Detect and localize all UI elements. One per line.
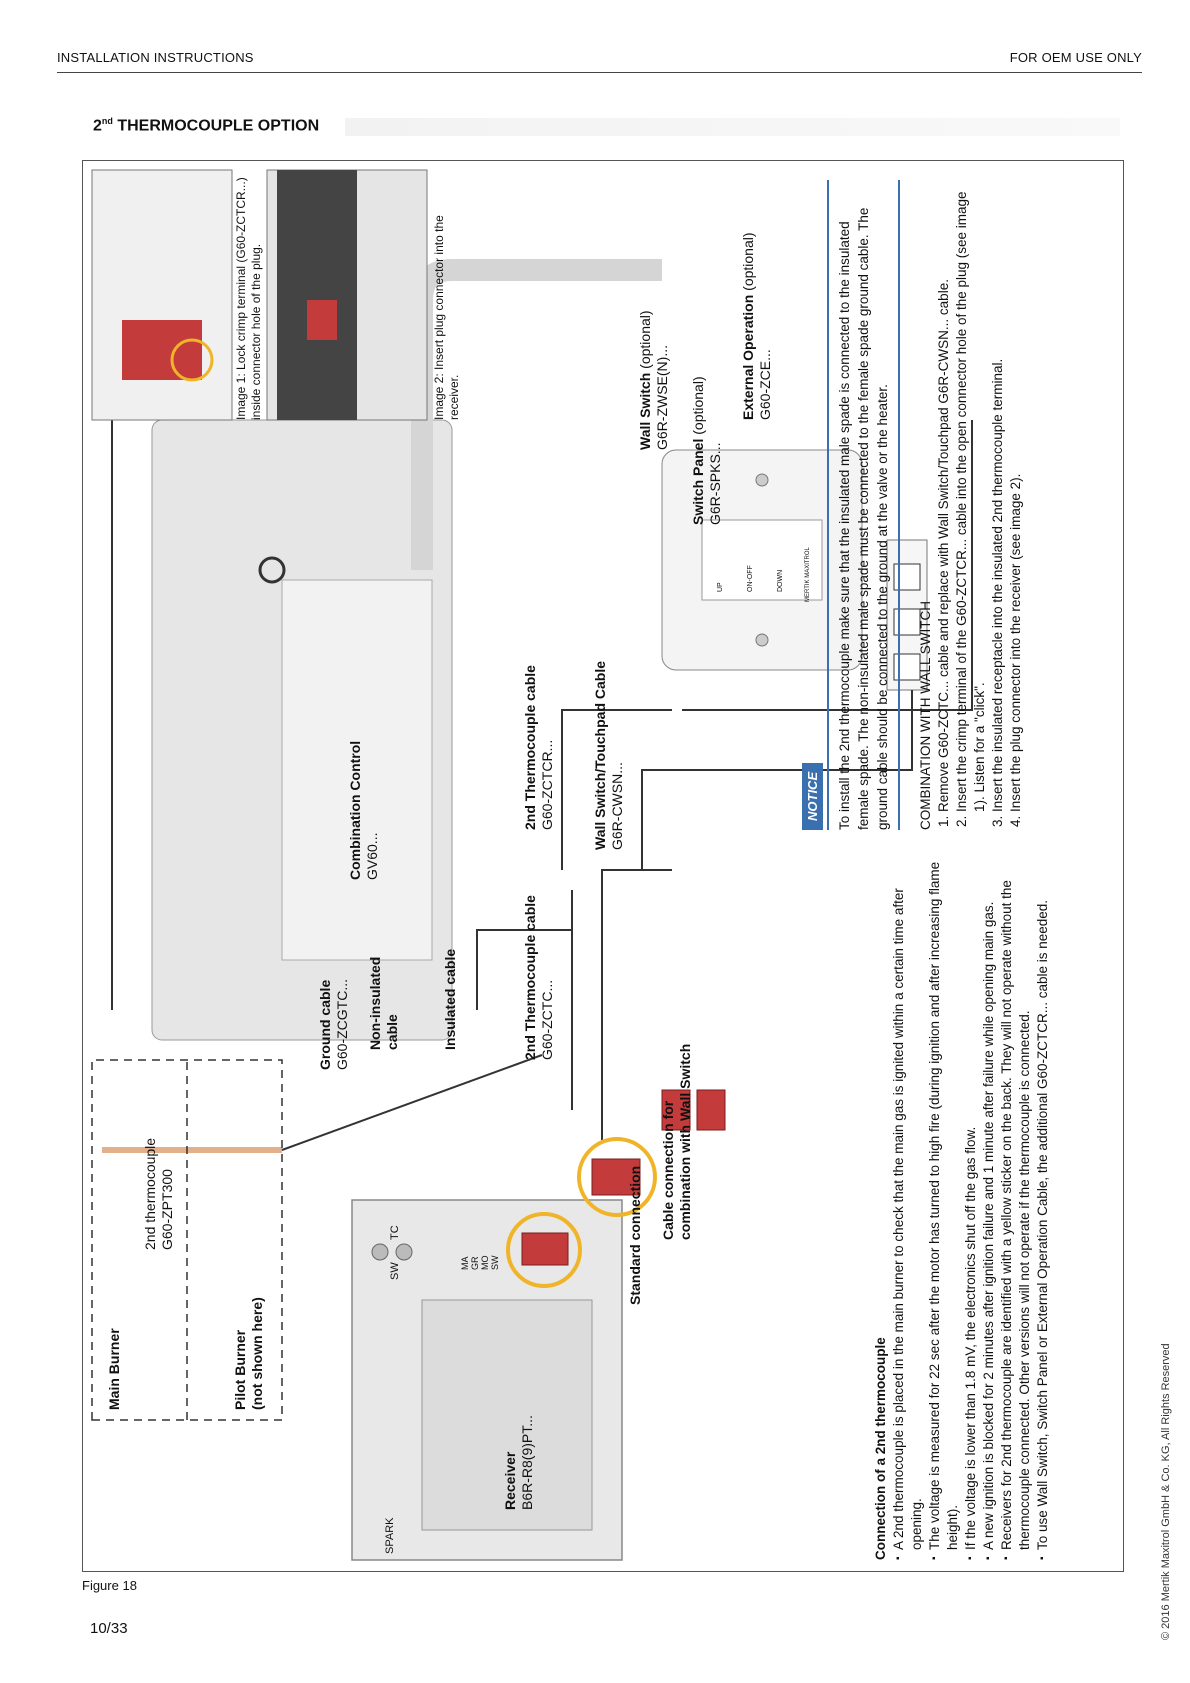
combination-steps: COMBINATION WITH WALL SWITCH Remove G60-… — [917, 180, 1025, 830]
switch-panel-wire — [641, 690, 913, 870]
receiver-connector — [521, 1232, 569, 1266]
figure-label: Figure 18 — [82, 1578, 137, 1593]
wiring-diagram — [91, 169, 973, 1561]
photo-1-plug — [122, 320, 202, 380]
tc-cable-2-wire — [561, 709, 672, 870]
step-4: Insert the plug connector into the recei… — [1007, 180, 1025, 812]
switch-panel-btn-3 — [893, 563, 921, 591]
ext-op-wire — [682, 420, 973, 711]
bullet-5: Receivers for 2nd thermocouple are ident… — [998, 860, 1034, 1560]
red-connector-2 — [696, 1089, 726, 1131]
step-1: Remove G60-ZCTC... cable and replace wit… — [935, 180, 953, 812]
wall-switch-screw-2 — [755, 473, 769, 487]
main-burner-label: Main Burner — [106, 1328, 122, 1410]
thermocouple-lead — [281, 1054, 543, 1151]
highlight-circle-plug — [577, 1137, 657, 1217]
step-2: Insert the crimp terminal of the G60-ZCT… — [953, 180, 989, 812]
bullet-4: A new ignition is blocked for 2 minutes … — [980, 860, 998, 1560]
switch-panel-btn-1 — [893, 653, 921, 681]
section-title: 2nd THERMOCOUPLE OPTION — [93, 116, 320, 135]
receiver-inner-panel — [421, 1299, 593, 1531]
connection-section: Connection of a 2nd thermocouple A 2nd t… — [872, 860, 1052, 1560]
switch-panel-btn-2 — [893, 608, 921, 636]
copyright: © 2016 Mertik Maxitrol GmbH & Co. KG, Al… — [1160, 1343, 1172, 1640]
receiver-screw-1 — [371, 1243, 389, 1261]
insulated-cable-wire — [476, 929, 572, 1010]
spark-label: SPARK — [384, 1517, 396, 1554]
red-connector-1 — [661, 1089, 691, 1131]
bullet-2: The voltage is measured for 22 sec after… — [926, 860, 962, 1560]
receiver-pin-sw: SW — [490, 1255, 500, 1271]
wall-switch-face-down: DOWN — [777, 569, 784, 592]
tc-label: TC — [389, 1225, 401, 1240]
photo-2-receiver — [277, 170, 357, 420]
switch-panel-label: Switch Panel (optional)G6R-SPKS... — [690, 376, 723, 525]
valve-face — [281, 579, 433, 961]
receiver-screw-2 — [395, 1243, 413, 1261]
standard-connection-label: Standard connection — [627, 1165, 643, 1305]
image-2-caption: Image 2: Insert plug connector into the … — [432, 215, 461, 420]
wall-switch-face-up: UP — [717, 582, 724, 592]
burner-dashed-box — [91, 1059, 283, 1421]
photo-1 — [91, 169, 233, 421]
notice-box: To install the 2nd thermocouple make sur… — [827, 180, 900, 830]
combination-title: COMBINATION WITH WALL SWITCH — [918, 601, 933, 830]
wall-switch-screw-1 — [755, 633, 769, 647]
header-rule — [57, 72, 1142, 73]
ext-op-label: External Operation (optional)G60-ZCE... — [740, 232, 773, 420]
bullet-3: If the voltage is lower than 1.8 mV, the… — [962, 860, 980, 1560]
connection-title: Connection of a 2nd thermocouple — [873, 1337, 888, 1560]
notice-tag: NOTICE — [802, 762, 823, 830]
bullet-1: A 2nd thermocouple is placed in the main… — [890, 860, 926, 1560]
wall-switch-face-onoff: ON-OFF — [747, 565, 754, 592]
wall-cable-wire — [601, 869, 672, 1140]
insulated-cable-label: Insulated cable — [442, 948, 458, 1050]
wall-switch-rocker — [701, 519, 823, 601]
bullet-6: To use Wall Switch, Switch Panel or Exte… — [1034, 860, 1052, 1560]
header-right: FOR OEM USE ONLY — [1009, 50, 1142, 65]
image-1-caption: Image 1: Lock crimp terminal (G60-ZCTCR.… — [234, 177, 263, 420]
header-left: INSTALLATION INSTRUCTIONS — [57, 50, 254, 65]
step-3: Insert the insulated receptacle into the… — [989, 180, 1007, 812]
photo-1-highlight — [170, 338, 214, 382]
wall-switch-face-brand: MERTIK MAXITROL — [805, 547, 811, 602]
page-number: 10/33 — [90, 1620, 128, 1637]
ground-wire — [111, 369, 143, 1010]
highlight-circle-receiver — [506, 1212, 582, 1288]
wall-switch-plug — [591, 1158, 641, 1196]
pilot-burner-label: Pilot Burner(not shown here) — [232, 1297, 265, 1410]
title-band — [345, 118, 1120, 136]
sw-label: SW — [389, 1262, 401, 1280]
wall-switch-label: Wall Switch (optional)G6R-ZWSE(N)... — [637, 310, 670, 450]
photo-2-port — [307, 300, 337, 340]
ground-ring-terminal — [258, 556, 286, 584]
